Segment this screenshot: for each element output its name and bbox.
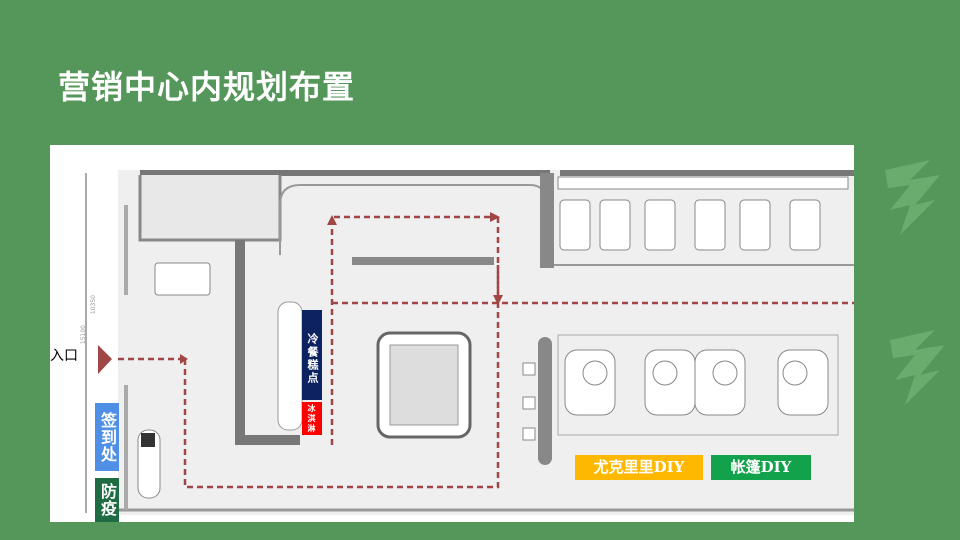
ukulele-diy-label: 尤克里里DIY xyxy=(575,455,703,480)
floor-plan-drawing xyxy=(85,170,854,515)
dimension-label: 10350 xyxy=(90,295,97,315)
sign-in-label: 签到处 xyxy=(95,403,119,471)
leaf-decoration-icon xyxy=(885,160,940,235)
tent-diy-label: 帐篷DIY xyxy=(711,455,811,480)
leaf-decoration-icon xyxy=(890,330,945,405)
page-title: 营销中心内规划布置 xyxy=(58,68,356,106)
epidemic-prevention-label: 防疫 xyxy=(95,478,119,522)
ice-cream-label: 冰淇淋 xyxy=(302,402,322,435)
dimension-label: 15100 xyxy=(80,325,87,345)
entrance-label: 入口 xyxy=(50,348,78,364)
floor-plan: 10350 15100 入口 冷餐糕点 冰淇淋 签到处 防疫 尤克里里DIY 帐… xyxy=(50,145,854,522)
cold-dessert-label: 冷餐糕点 xyxy=(302,310,322,400)
